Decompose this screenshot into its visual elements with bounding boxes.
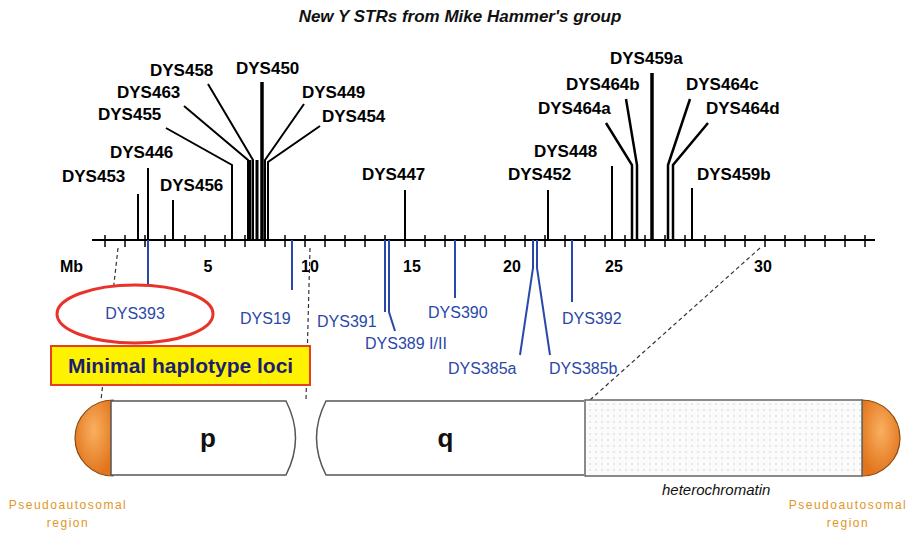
str-label: DYS447 [362, 166, 425, 185]
str-label: DYS456 [160, 177, 223, 196]
str-label: DYS389 I/II [365, 335, 447, 353]
str-marker-lines [138, 73, 708, 240]
str-label: DYS464d [706, 100, 780, 119]
arm-outline [111, 401, 296, 475]
axis-line [92, 239, 875, 241]
chromosome-arm: q [306, 400, 585, 476]
axis-number: 30 [754, 258, 772, 276]
str-label: DYS463 [117, 84, 180, 103]
ellipse-outline [57, 285, 213, 343]
str-label: DYS452 [508, 166, 571, 185]
pseudoautosomal-cap [75, 400, 113, 476]
str-label: DYS391 [317, 313, 377, 331]
highlight-ellipse: DYS393 [55, 283, 215, 345]
str-label: DYS453 [62, 168, 125, 187]
str-label: DYS458 [150, 62, 213, 81]
axis-number: 10 [301, 258, 319, 276]
minimal-haplotype-lines [148, 240, 572, 355]
pseudoautosomal-cap [862, 400, 900, 476]
str-label: DYS450 [236, 60, 299, 79]
axis-number: 5 [204, 258, 213, 276]
chromosome-arm: p [110, 400, 306, 476]
axis-ticks [105, 235, 865, 247]
str-label: DYS19 [240, 310, 291, 328]
str-label: DYS459b [697, 166, 771, 185]
axis-unit: Mb [60, 258, 83, 276]
str-label: DYS454 [322, 108, 385, 127]
str-label: DYS385b [549, 360, 618, 378]
str-label: DYS464a [538, 100, 611, 119]
str-label: DYS385a [448, 360, 517, 378]
str-label: DYS448 [534, 143, 597, 162]
str-label: DYS390 [428, 304, 488, 322]
str-label: DYS446 [110, 144, 173, 163]
str-label: DYS459a [610, 50, 683, 69]
region-label: Pseudoautosomal region [780, 496, 916, 532]
axis-number: 25 [605, 258, 623, 276]
region-label: heterochromatin [662, 482, 770, 499]
axis-number: 15 [403, 258, 421, 276]
str-label: DYS449 [302, 84, 365, 103]
node-text: p [200, 424, 216, 453]
diagram-title: New Y STRs from Mike Hammer's group [0, 7, 920, 27]
str-label: DYS464b [566, 76, 640, 95]
region-label: Pseudoautosomal region [0, 496, 136, 532]
str-label: DYS392 [562, 310, 622, 328]
str-label: DYS455 [98, 106, 161, 125]
node-text: Minimal haplotype loci [68, 354, 293, 377]
axis-number: 20 [503, 258, 521, 276]
heterochromatin-region [585, 400, 862, 476]
str-label: DYS464c [686, 76, 759, 95]
node-text: DYS393 [105, 305, 165, 323]
arm-outline [317, 401, 585, 475]
node-text: q [438, 424, 454, 453]
callout-box: Minimal haplotype loci [50, 345, 311, 386]
